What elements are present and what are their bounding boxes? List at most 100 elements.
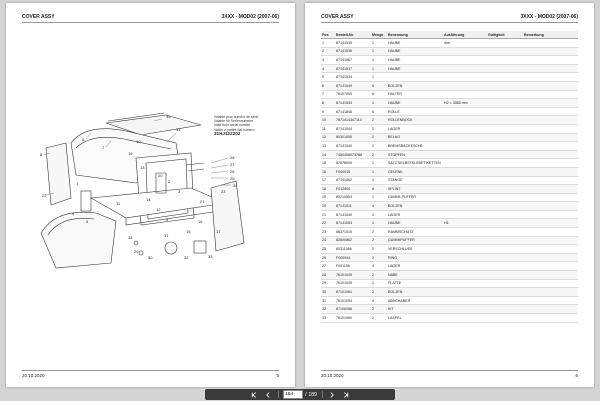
- table-cell: 4: [371, 201, 387, 211]
- previous-page-button[interactable]: [264, 390, 273, 399]
- table-cell: [487, 55, 523, 65]
- table-cell: 31: [321, 296, 335, 306]
- table-cell: [523, 270, 578, 280]
- last-page-icon: [343, 391, 349, 398]
- table-cell: 87141536: [335, 47, 371, 57]
- callout-number: 35: [166, 114, 171, 119]
- table-cell: HAUBE: [387, 64, 443, 74]
- callout-number: 10: [136, 139, 141, 144]
- callout-number: 13: [140, 165, 145, 170]
- callout-number: 30: [148, 255, 153, 260]
- table-cell: [523, 98, 578, 108]
- table-cell: [487, 279, 523, 289]
- table-cell: 2: [371, 124, 387, 134]
- table-cell: BREMSBACKESCHE: [387, 141, 443, 151]
- first-page-button[interactable]: [250, 390, 259, 399]
- callout-number: 23: [221, 189, 226, 194]
- table-cell: 24: [321, 236, 335, 246]
- left-page: COVER ASSY 3XXX - MOD02 (2007-06) Valabl…: [6, 3, 295, 387]
- table-cell: HAUBE: [387, 218, 443, 229]
- table-cell: 7: [321, 90, 335, 100]
- table-cell: [523, 55, 578, 65]
- table-cell: 16: [321, 167, 335, 177]
- table-cell: 6: [371, 184, 387, 194]
- table-cell: 21: [321, 210, 335, 220]
- callout-number: 16: [198, 219, 203, 224]
- table-cell: [487, 64, 523, 74]
- table-cell: 76101054: [335, 296, 371, 306]
- last-page-button[interactable]: [341, 390, 350, 399]
- table-cell: [443, 167, 487, 177]
- callout-number: 18: [128, 235, 133, 240]
- table-cell: LAGER: [387, 124, 443, 134]
- table-cell: 87141053: [335, 218, 371, 229]
- table-cell: 87106086: [335, 304, 371, 314]
- table-cell: [487, 287, 523, 297]
- table-cell: 32: [321, 304, 335, 314]
- table-cell: [443, 107, 487, 117]
- table-cell: [487, 115, 523, 125]
- table-cell: [387, 72, 443, 82]
- chevron-left-icon: [266, 391, 270, 398]
- table-cell: GELENK: [387, 167, 443, 177]
- right-page: COVER ASSY 3XXX - MOD02 (2007-06) Pos Be…: [305, 3, 594, 387]
- table-cell: 86371515: [335, 227, 371, 237]
- table-cell: 1: [371, 141, 387, 151]
- table-cell: 12: [321, 133, 335, 143]
- callout-number: 21: [200, 199, 205, 204]
- page-number-input[interactable]: [283, 390, 304, 399]
- table-cell: [487, 227, 523, 237]
- table-cell: GUMMIPUFFER: [387, 236, 443, 246]
- table-cell: 87141533: [335, 98, 371, 108]
- next-page-button[interactable]: [327, 390, 336, 399]
- callout-number: 22: [42, 193, 47, 198]
- table-cell: [443, 296, 487, 306]
- callout-number: 8: [40, 152, 43, 157]
- callout-number: 1: [76, 181, 79, 186]
- table-cell: 6: [321, 81, 335, 91]
- parts-table-header-row: Pos Bestell-Nr. Menge Benennung Ausführu…: [321, 31, 578, 39]
- callout-line-2: Valable für Seriennummer: [214, 119, 254, 124]
- left-footer-date: 20.10.2020: [22, 373, 45, 378]
- table-cell: [487, 193, 523, 203]
- table-cell: 87141848: [335, 107, 371, 117]
- col-version: Ausführung: [443, 31, 487, 39]
- table-cell: 3: [321, 55, 335, 65]
- table-cell: [487, 133, 523, 143]
- callout-line-1: Valable pour numéro de série: [214, 115, 259, 119]
- table-cell: 26: [321, 253, 335, 263]
- table-cell: 87141040: [335, 210, 371, 220]
- table-cell: [487, 210, 523, 220]
- table-cell: 2: [371, 236, 387, 246]
- table-cell: 5: [321, 72, 335, 82]
- table-cell: [523, 176, 578, 186]
- table-cell: 4: [371, 296, 387, 306]
- table-cell: 2: [371, 270, 387, 280]
- callout-number: 7: [102, 145, 105, 150]
- table-cell: 2: [371, 133, 387, 143]
- toolbar-separator: [321, 391, 323, 398]
- table-cell: [523, 253, 578, 263]
- table-cell: 87141040: [335, 141, 371, 151]
- table-cell: 11: [321, 124, 335, 134]
- table-cell: 6: [371, 90, 387, 100]
- table-cell: HALTER: [387, 90, 443, 100]
- table-cell: 76101060: [335, 313, 371, 323]
- col-order-number: Bestell-Nr.: [335, 31, 371, 39]
- table-cell: 28: [321, 270, 335, 280]
- exploded-parts-diagram: 3567342827262524231019132023211822111412…: [40, 112, 245, 269]
- table-cell: 6: [371, 107, 387, 117]
